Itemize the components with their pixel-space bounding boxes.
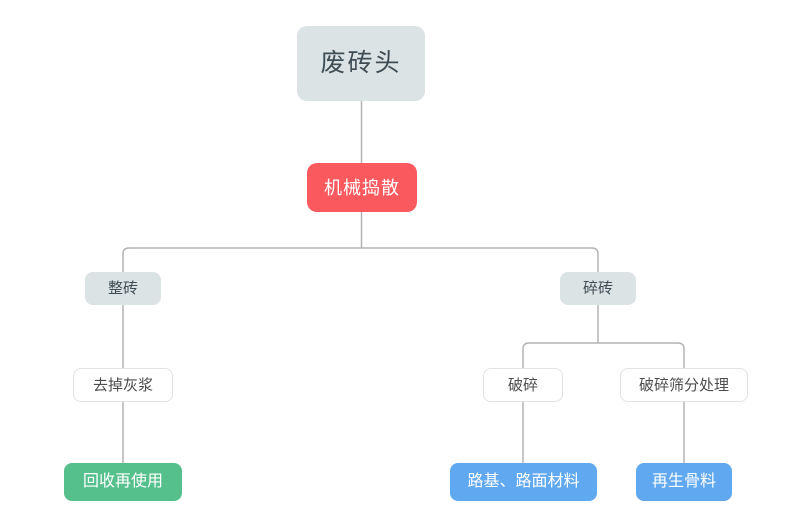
node-crush[interactable]: 破碎: [483, 368, 563, 402]
node-broken-brick[interactable]: 碎砖: [560, 272, 636, 305]
node-road-materials[interactable]: 路基、路面材料: [450, 463, 597, 501]
node-mechanical-breakup[interactable]: 机械捣散: [307, 163, 417, 212]
node-whole-brick[interactable]: 整砖: [85, 272, 161, 305]
edge-process-branch: [122, 247, 599, 272]
node-remove-mortar[interactable]: 去掉灰浆: [73, 368, 173, 402]
node-crush-screening[interactable]: 破碎筛分处理: [620, 368, 748, 402]
node-waste-brick[interactable]: 废砖头: [297, 26, 425, 101]
node-recycle-reuse[interactable]: 回收再使用: [64, 463, 182, 501]
edge-broken-branch: [522, 342, 685, 368]
node-recycled-aggregate[interactable]: 再生骨料: [636, 463, 732, 501]
